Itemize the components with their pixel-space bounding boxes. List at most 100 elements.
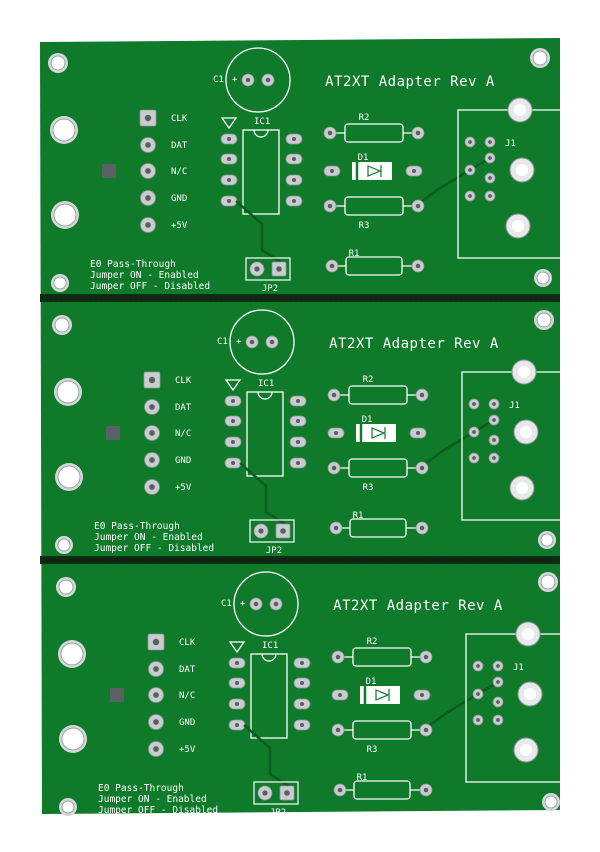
mouse-bite-hole: [324, 296, 328, 300]
mouse-bite-hole: [154, 558, 158, 562]
drill-hole: [468, 194, 472, 198]
mouse-bite-hole: [224, 296, 228, 300]
j1-shield-hole: [520, 426, 532, 438]
mouse-bite-hole: [329, 558, 333, 562]
mouse-bite-hole: [114, 558, 118, 562]
mouse-bite-hole: [189, 558, 193, 562]
mouse-bite-hole: [514, 558, 518, 562]
mouse-bite-hole: [179, 296, 183, 300]
mouse-bite-hole: [59, 296, 63, 300]
mouse-bite-hole: [274, 558, 278, 562]
drill-hole: [419, 525, 425, 531]
mouse-bite-hole: [449, 296, 453, 300]
pin-label-2: DAT: [171, 141, 188, 151]
mouse-bite-hole: [219, 558, 223, 562]
mouse-bite-hole: [474, 558, 478, 562]
mouse-bite-hole: [199, 558, 203, 562]
pin-label-4: GND: [171, 194, 187, 204]
mouse-bite-hole: [49, 558, 53, 562]
note-line-1: E0 Pass-Through: [98, 783, 184, 794]
j1-shield-hole: [518, 366, 530, 378]
mouse-bite-hole: [279, 296, 283, 300]
mouse-bite-hole: [174, 296, 178, 300]
drill-hole: [280, 528, 286, 534]
drill-hole: [227, 178, 231, 182]
mouse-bite-hole: [539, 296, 543, 300]
mouse-bite-hole: [544, 558, 548, 562]
mouse-bite-hole: [439, 558, 443, 562]
mouse-bite-hole: [379, 558, 383, 562]
drill-hole: [419, 465, 425, 471]
mouse-bite-hole: [469, 558, 473, 562]
mounting-hole: [53, 203, 77, 227]
mouse-bite-hole: [364, 296, 368, 300]
mouse-bite-hole: [509, 296, 513, 300]
drill-hole: [496, 664, 500, 668]
mouse-bite-hole: [514, 296, 518, 300]
drill-hole: [496, 680, 500, 684]
mouse-bite-hole: [509, 558, 513, 562]
mouse-bite-hole: [544, 296, 548, 300]
mounting-hole: [544, 795, 558, 809]
drill-hole: [284, 790, 290, 796]
j1-shield-hole: [516, 164, 528, 176]
mouse-bite-hole: [114, 296, 118, 300]
mouse-bite-hole: [449, 558, 453, 562]
drill-hole: [472, 430, 476, 434]
mouse-bite-hole: [339, 296, 343, 300]
mouse-bite-hole: [109, 558, 113, 562]
mounting-hole: [536, 312, 552, 328]
drill-hole: [468, 140, 472, 144]
drill-hole: [488, 176, 492, 180]
trace: [239, 462, 286, 526]
mouse-bite-hole: [134, 558, 138, 562]
mouse-bite-hole: [104, 558, 108, 562]
mouse-bite-hole: [439, 296, 443, 300]
drill-hole: [300, 723, 304, 727]
mouse-bite-hole: [44, 296, 48, 300]
mouse-bite-hole: [154, 296, 158, 300]
drill-hole: [331, 465, 337, 471]
drill-hole: [488, 194, 492, 198]
mouse-bite-hole: [269, 558, 273, 562]
mouse-bite-hole: [314, 296, 318, 300]
drill-hole: [415, 263, 421, 269]
drill-hole: [153, 692, 159, 698]
mouse-bite-hole: [384, 296, 388, 300]
mouse-bite-hole: [369, 296, 373, 300]
drill-hole: [327, 203, 333, 209]
r3-label: R3: [359, 221, 370, 231]
mouse-bite-hole: [529, 296, 533, 300]
drill-hole: [292, 157, 296, 161]
mouse-bite-hole: [504, 296, 508, 300]
drill-hole: [149, 457, 155, 463]
drill-hole: [269, 339, 275, 345]
drill-hole: [496, 718, 500, 722]
mounting-hole: [540, 533, 554, 547]
drill-hole: [423, 727, 429, 733]
drill-hole: [300, 702, 304, 706]
drill-hole: [420, 693, 424, 697]
mouse-bite-hole: [89, 558, 93, 562]
jp2-label: JP2: [266, 546, 282, 556]
mouse-bite-hole: [119, 296, 123, 300]
mouse-bite-hole: [184, 558, 188, 562]
drill-hole: [235, 681, 239, 685]
r2-body: [352, 647, 412, 667]
mounting-hole: [57, 465, 81, 489]
drill-hole: [149, 484, 155, 490]
drill-hole: [296, 440, 300, 444]
note-line-1: E0 Pass-Through: [90, 259, 176, 270]
mouse-bite-hole: [119, 558, 123, 562]
mounting-hole: [61, 800, 75, 814]
mouse-bite-hole: [74, 296, 78, 300]
mouse-bite-hole: [479, 296, 483, 300]
drill-hole: [265, 77, 271, 83]
note-line-2: Jumper ON - Enabled: [94, 532, 203, 543]
pin-label-3: N/C: [171, 167, 187, 177]
mouse-bite-hole: [464, 296, 468, 300]
mouse-bite-hole: [159, 558, 163, 562]
pin1-marker: [220, 117, 238, 130]
mouse-bite-hole: [284, 558, 288, 562]
pin1-marker: [228, 641, 246, 654]
